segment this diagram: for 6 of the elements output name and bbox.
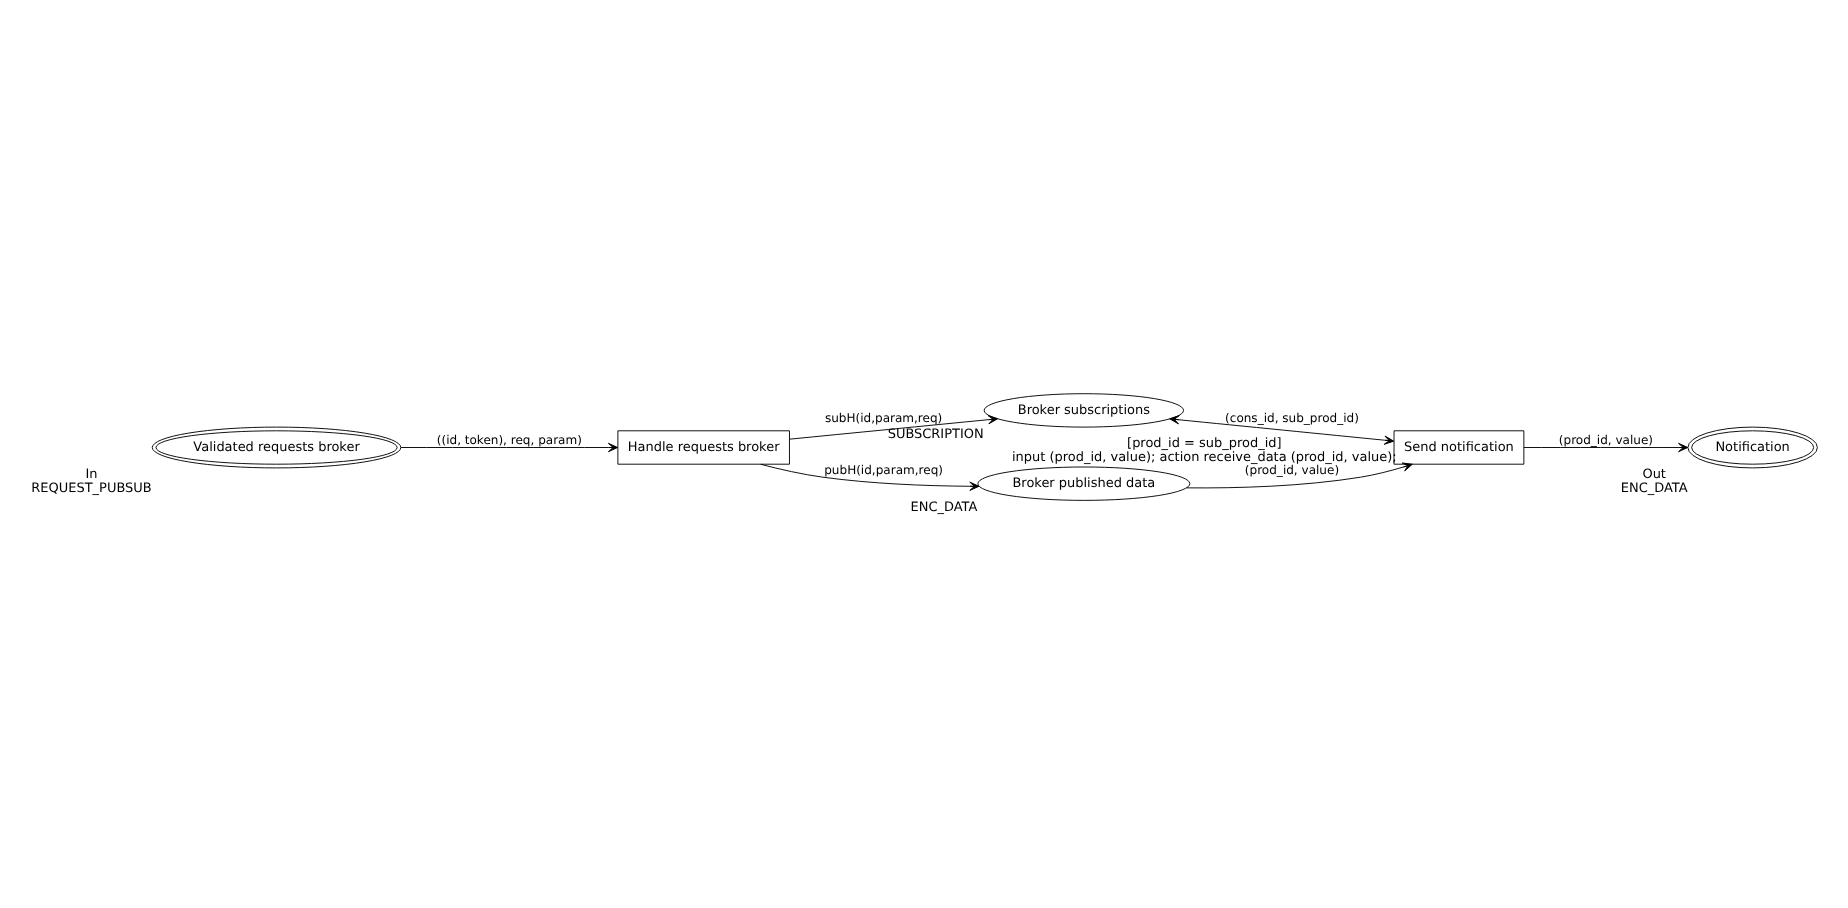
arrow (1186, 462, 1413, 489)
arrow (1523, 442, 1689, 453)
arrow (1169, 415, 1395, 445)
arrow (400, 442, 619, 453)
arrow (760, 463, 980, 491)
arrow (789, 415, 999, 440)
